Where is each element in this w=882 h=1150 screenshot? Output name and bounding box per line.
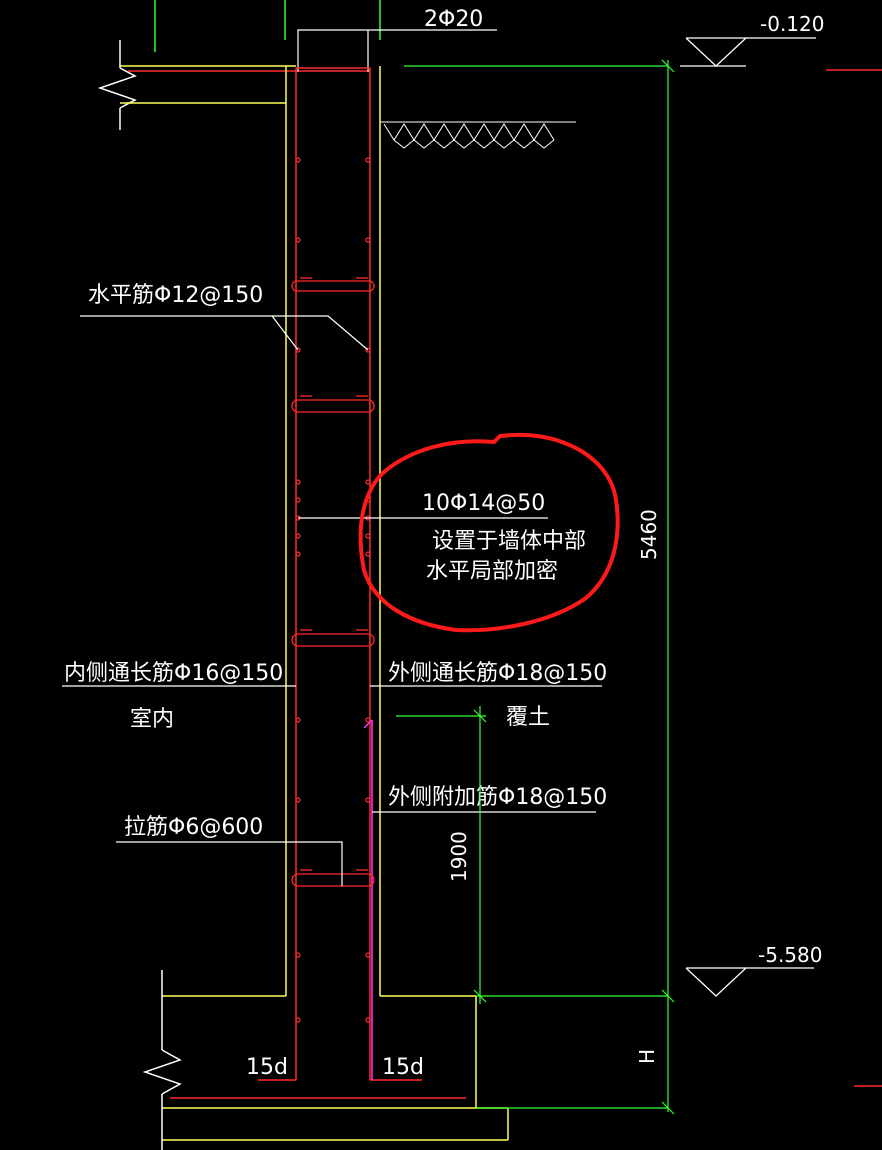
label-outer-bars: 外侧通长筋Φ18@150 xyxy=(388,661,607,686)
elevation-top-label: -0.120 xyxy=(760,12,824,36)
highlight-circle xyxy=(358,432,620,633)
label-anchor-right: 15d xyxy=(382,1055,424,1080)
dimension-foundation-label: H xyxy=(635,1049,659,1064)
elevation-marker-bottom xyxy=(685,967,814,997)
footing-break-symbol xyxy=(142,970,182,1150)
slab-break-symbol xyxy=(97,40,137,130)
label-backfill: 覆土 xyxy=(506,705,550,730)
label-inner-bars: 内侧通长筋Φ16@150 xyxy=(64,661,283,686)
leader-lines xyxy=(62,315,602,886)
ground-hatch xyxy=(380,121,576,149)
dimension-total-label: 5460 xyxy=(637,509,661,560)
dimension-total xyxy=(476,59,675,1115)
vertical-rebars xyxy=(258,67,422,1081)
additional-outer-bar xyxy=(363,719,373,1080)
label-local-bars: 10Φ14@50 xyxy=(422,491,545,516)
wall-outline xyxy=(162,66,509,1141)
top-bar-leader xyxy=(297,29,497,72)
top-guide-lines xyxy=(154,0,381,52)
elevation-bottom-label: -5.580 xyxy=(758,943,822,967)
rebar-dots xyxy=(295,157,371,1023)
label-horizontal-bars: 水平筋Φ12@150 xyxy=(88,283,263,308)
label-indoor: 室内 xyxy=(130,707,174,732)
label-note-line2: 水平局部加密 xyxy=(426,559,558,584)
label-outer-additional: 外侧附加筋Φ18@150 xyxy=(388,785,607,810)
label-note-line1: 设置于墙体中部 xyxy=(432,529,586,554)
label-anchor-left: 15d xyxy=(246,1055,288,1080)
elevation-marker-top xyxy=(680,37,816,67)
dimension-additional xyxy=(396,706,487,1004)
dimension-additional-label: 1900 xyxy=(447,831,471,882)
tie-links xyxy=(291,277,375,887)
top-bar-label: 2Φ20 xyxy=(424,7,483,32)
top-slab xyxy=(120,65,296,104)
label-tie-bars: 拉筋Φ6@600 xyxy=(124,815,263,840)
